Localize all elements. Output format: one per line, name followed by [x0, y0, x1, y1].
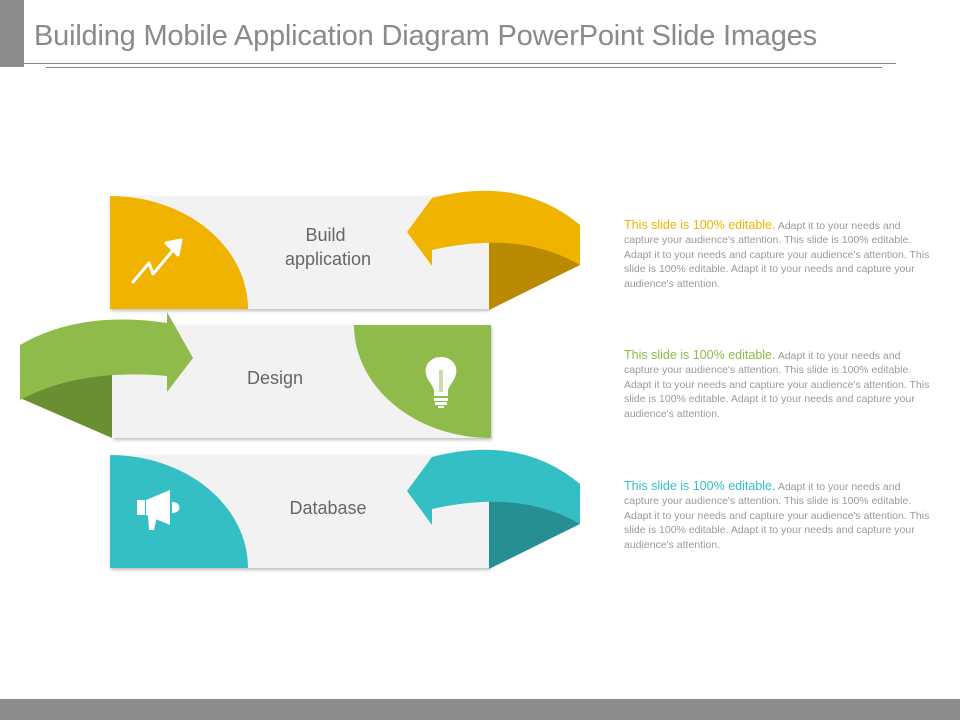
step-database: Database: [110, 449, 580, 569]
step-build-application: Build application: [110, 190, 580, 310]
megaphone-icon: [137, 490, 180, 530]
description-body: Adapt it to your needs and capture your …: [624, 220, 930, 290]
title-rule-top: [24, 63, 896, 64]
title-rule-bottom: [46, 67, 882, 68]
slide-title: Building Mobile Application Diagram Powe…: [34, 20, 817, 52]
step-design: Design: [20, 312, 491, 438]
step-description-build: This slide is 100% editable. Adapt it to…: [624, 218, 936, 291]
title-accent-bar: [0, 0, 24, 67]
description-body: Adapt it to your needs and capture your …: [624, 350, 930, 420]
lightbulb-icon: [425, 357, 457, 408]
description-lead: This slide is 100% editable.: [624, 218, 776, 232]
trending-up-arrow-icon: [131, 238, 183, 284]
step-quarter-design: [354, 325, 491, 438]
footer-bar: [0, 699, 960, 720]
step-label-design: Design: [247, 368, 303, 388]
step-description-design: This slide is 100% editable. Adapt it to…: [624, 348, 936, 421]
description-body: Adapt it to your needs and capture your …: [624, 481, 930, 551]
description-lead: This slide is 100% editable.: [624, 348, 776, 362]
curved-arrow-database: [407, 449, 580, 525]
curved-arrow-design: [20, 312, 193, 400]
step-description-database: This slide is 100% editable. Adapt it to…: [624, 479, 936, 552]
step-label-database: Database: [289, 498, 366, 518]
description-lead: This slide is 100% editable.: [624, 479, 776, 493]
step-label-build: Build application: [285, 225, 371, 269]
curved-arrow-build: [407, 190, 580, 266]
step-quarter-database: [110, 455, 248, 568]
